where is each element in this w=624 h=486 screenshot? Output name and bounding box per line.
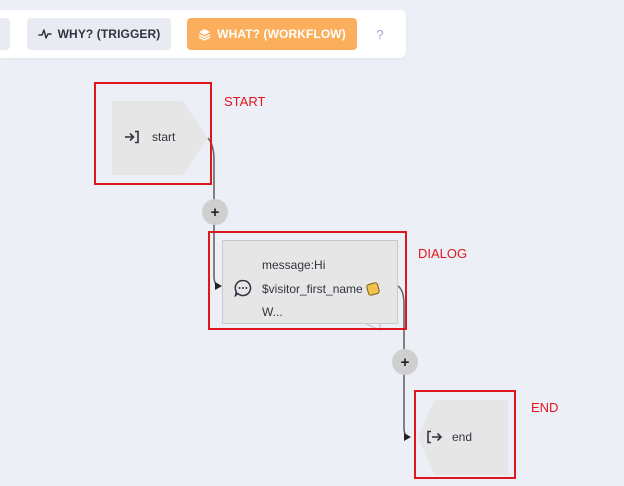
what-workflow-button[interactable]: WHAT? (WORKFLOW) [187,18,357,50]
add-step-button-1[interactable]: + [202,199,228,225]
layers-icon [198,28,211,41]
help-button[interactable]: ? [376,26,384,42]
end-node-label: end [452,430,473,444]
dialog-message-text: message:Hi $visitor_first_name W... [262,254,381,325]
dialog-node[interactable]: message:Hi $visitor_first_name W... [222,240,398,324]
annotation-label-dialog: DIALOG [418,246,468,261]
add-step-button-2[interactable]: + [392,349,418,375]
dialog-corner-mark [365,323,381,331]
dialog-line-2-wrap: $visitor_first_name [262,278,381,302]
why-trigger-label: WHY? (TRIGGER) [57,27,161,41]
dialog-line-2: $visitor_first_name [262,281,363,296]
connector-arrow-end [404,433,411,441]
annotation-box-start [94,82,212,185]
start-node-label: start [152,130,176,144]
pulse-icon [37,29,52,39]
annotation-label-start: START [224,94,266,109]
logout-arrow-icon [427,430,442,444]
toolbar-left-button[interactable] [0,18,10,50]
login-arrow-icon [125,130,139,144]
annotation-box-dialog [208,231,407,330]
chat-bubble-icon [234,279,252,297]
dialog-line-1: message:Hi [262,258,326,272]
end-node[interactable]: end [418,400,508,475]
connector-arrow-dialog [215,282,222,290]
workflow-toolbar: WHY? (TRIGGER) WHAT? (WORKFLOW) ? [0,10,406,58]
annotation-label-end: END [531,400,559,415]
why-trigger-button[interactable]: WHY? (TRIGGER) [27,18,171,50]
dialog-line-3: W... [262,305,283,319]
what-workflow-label: WHAT? (WORKFLOW) [217,27,346,41]
annotation-box-end [414,390,516,479]
